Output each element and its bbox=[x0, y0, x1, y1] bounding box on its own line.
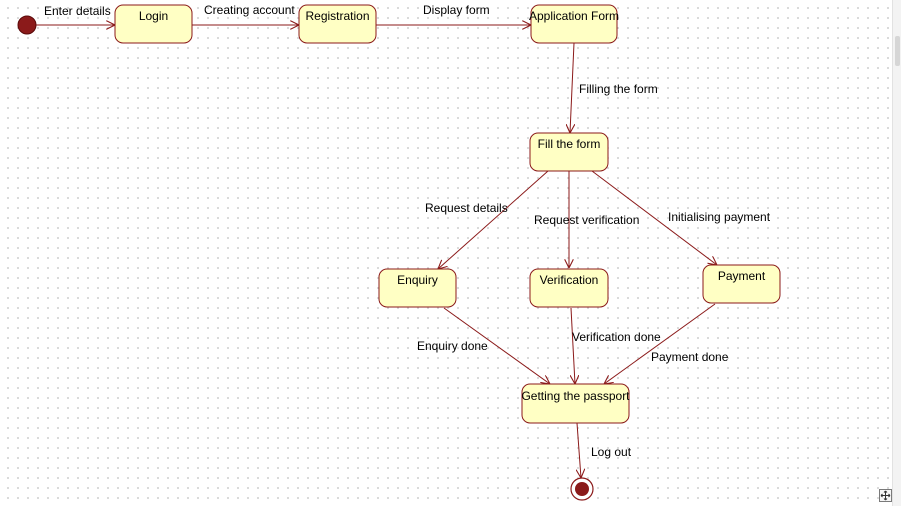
state-login[interactable]: Login bbox=[114, 4, 193, 44]
transition-label: Request verification bbox=[534, 213, 639, 227]
transition-label: Enquiry done bbox=[417, 339, 488, 353]
transition-label: Payment done bbox=[651, 350, 729, 364]
state-label: Payment bbox=[718, 269, 766, 283]
state-label: Enquiry bbox=[397, 273, 438, 287]
initial-state[interactable] bbox=[17, 15, 37, 35]
state-label: Getting the passport bbox=[521, 389, 630, 403]
state-application-form[interactable]: Application Form bbox=[529, 4, 619, 44]
scrollbar-thumb[interactable] bbox=[895, 36, 900, 66]
transition-label: Enter details bbox=[44, 4, 111, 18]
state-fill-the-form[interactable]: Fill the form bbox=[529, 132, 609, 172]
state-label: Fill the form bbox=[538, 137, 601, 151]
transition-enquiry-done[interactable]: Enquiry done bbox=[417, 307, 550, 384]
state-verification[interactable]: Verification bbox=[529, 268, 609, 308]
transition-initialising-payment[interactable]: Initialising payment bbox=[591, 170, 771, 265]
state-label: Login bbox=[139, 9, 168, 23]
transition-creating-account[interactable]: Creating account bbox=[192, 3, 299, 25]
transition-request-verification[interactable]: Request verification bbox=[534, 171, 639, 268]
transition-enter-details[interactable]: Enter details bbox=[36, 4, 115, 25]
final-state[interactable] bbox=[570, 477, 594, 501]
transition-label: Creating account bbox=[204, 3, 295, 17]
transition-request-details[interactable]: Request details bbox=[425, 170, 549, 269]
transition-payment-done[interactable]: Payment done bbox=[604, 303, 729, 384]
state-label: Application Form bbox=[529, 9, 619, 23]
transition-verification-done[interactable]: Verification done bbox=[571, 307, 661, 384]
transition-filling-the-form[interactable]: Filling the form bbox=[570, 42, 658, 133]
transition-label: Log out bbox=[591, 445, 632, 459]
state-enquiry[interactable]: Enquiry bbox=[378, 268, 457, 308]
state-registration[interactable]: Registration bbox=[298, 4, 377, 44]
vertical-scrollbar[interactable] bbox=[892, 0, 901, 506]
transition-label: Display form bbox=[423, 3, 490, 17]
transition-label: Filling the form bbox=[579, 82, 658, 96]
state-label: Verification bbox=[540, 273, 599, 287]
state-payment[interactable]: Payment bbox=[702, 264, 781, 304]
transition-label: Request details bbox=[425, 201, 508, 215]
transition-label: Verification done bbox=[572, 330, 661, 344]
state-label: Registration bbox=[305, 9, 369, 23]
transition-label: Initialising payment bbox=[668, 210, 771, 224]
transition-display-form[interactable]: Display form bbox=[376, 3, 531, 25]
transition-log-out[interactable]: Log out bbox=[577, 422, 632, 478]
state-getting-the-passport[interactable]: Getting the passport bbox=[521, 383, 630, 424]
move-icon[interactable] bbox=[879, 489, 892, 502]
